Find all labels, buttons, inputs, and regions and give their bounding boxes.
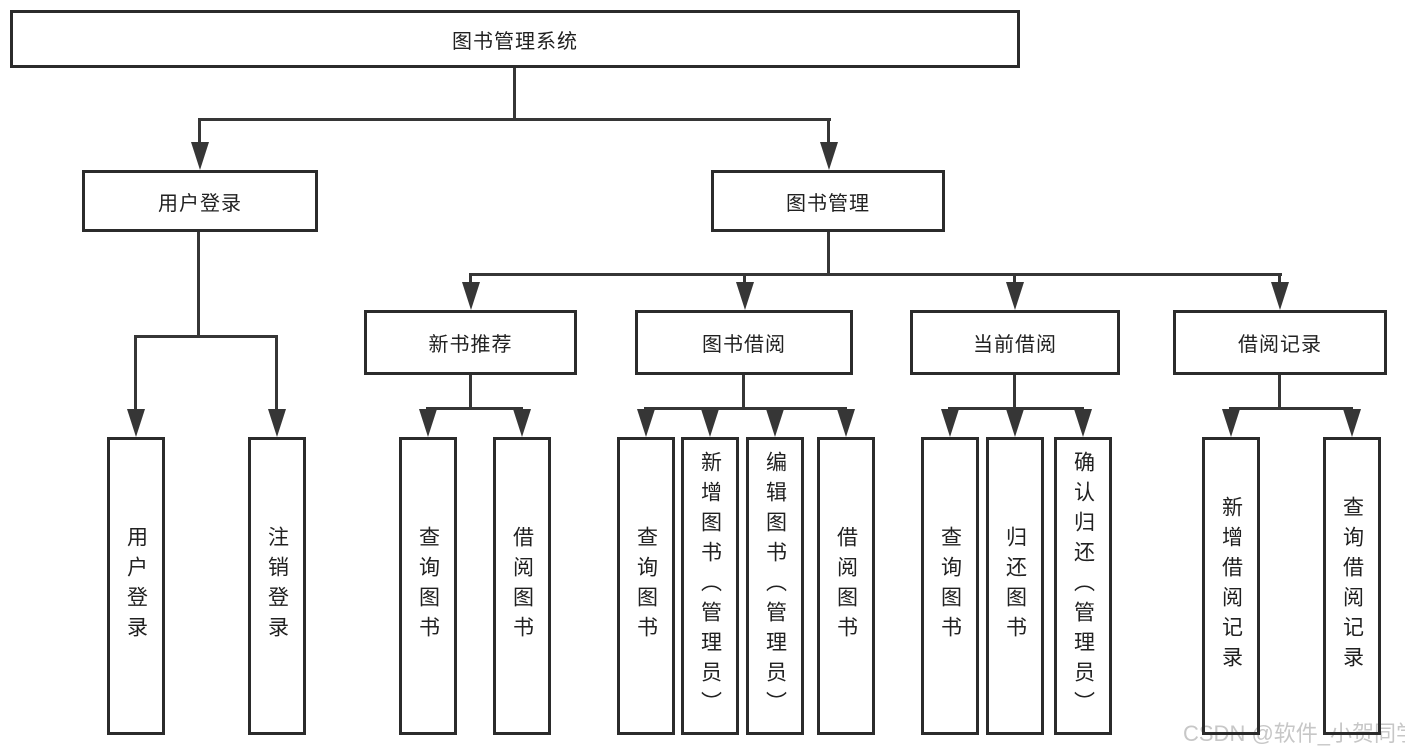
node-edit-books-admin-label: 编辑图书（管理员） xyxy=(763,451,787,721)
arrowhead-book-borrowing-icon xyxy=(736,282,754,310)
node-confirm-return-admin-label: 确认归还（管理员） xyxy=(1071,451,1095,721)
edge-to-book-management xyxy=(827,118,830,146)
edge-to-book-borrowing xyxy=(743,273,746,284)
node-query-books-3-label: 查询图书 xyxy=(938,526,962,646)
arrowhead-borrowing-records-icon xyxy=(1271,282,1289,310)
node-current-borrowing-label: 当前借阅 xyxy=(973,334,1057,356)
edge-to-current-borrowing xyxy=(1013,273,1016,284)
node-logout: 注销登录 xyxy=(248,437,306,735)
arrowhead-leaf-icon xyxy=(766,409,784,437)
node-borrowing-records-label: 借阅记录 xyxy=(1238,334,1322,356)
node-query-borrow-record-label: 查询借阅记录 xyxy=(1340,496,1364,676)
arrowhead-leaf-icon xyxy=(1343,409,1361,437)
node-borrow-books-1: 借阅图书 xyxy=(493,437,551,735)
node-user-login: 用户登录 xyxy=(82,170,318,232)
arrowhead-leaf-icon xyxy=(1222,409,1240,437)
node-return-books: 归还图书 xyxy=(986,437,1044,735)
edge-book-borrowing-split xyxy=(644,407,847,410)
edge-book-management-stem xyxy=(827,232,830,273)
node-query-books-3: 查询图书 xyxy=(921,437,979,735)
node-borrow-books-2: 借阅图书 xyxy=(817,437,875,735)
node-query-borrow-record: 查询借阅记录 xyxy=(1323,437,1381,735)
arrowhead-user-login-icon xyxy=(191,142,209,170)
node-library-system: 图书管理系统 xyxy=(10,10,1020,68)
node-add-borrow-record: 新增借阅记录 xyxy=(1202,437,1260,735)
edge-user-login-stem xyxy=(197,232,200,335)
edge-current-borrowing-stem xyxy=(1013,375,1016,407)
edge-root-split xyxy=(198,118,831,121)
arrowhead-leaf-icon xyxy=(637,409,655,437)
edge-to-logout-leaf xyxy=(275,335,278,409)
node-book-borrowing-label: 图书借阅 xyxy=(702,334,786,356)
edge-borrowing-records-stem xyxy=(1278,375,1281,407)
node-book-borrowing: 图书借阅 xyxy=(635,310,853,375)
node-return-books-label: 归还图书 xyxy=(1003,526,1027,646)
arrowhead-leaf-icon xyxy=(837,409,855,437)
arrowhead-leaf-icon xyxy=(941,409,959,437)
arrowhead-leaf-icon xyxy=(701,409,719,437)
edge-new-book-recommend-stem xyxy=(469,375,472,407)
edge-borrowing-records-split xyxy=(1229,407,1353,410)
arrowhead-leaf-icon xyxy=(1006,409,1024,437)
arrowhead-leaf-icon xyxy=(1074,409,1092,437)
node-query-books-1: 查询图书 xyxy=(399,437,457,735)
node-new-book-recommend: 新书推荐 xyxy=(364,310,577,375)
node-book-management-label: 图书管理 xyxy=(786,192,870,215)
edge-new-book-recommend-split xyxy=(426,407,523,410)
edge-to-new-book-recommend xyxy=(469,273,472,284)
arrowhead-book-management-icon xyxy=(820,142,838,170)
node-add-borrow-record-label: 新增借阅记录 xyxy=(1219,496,1243,676)
node-new-book-recommend-label: 新书推荐 xyxy=(428,334,513,356)
arrowhead-leaf-icon xyxy=(513,409,531,437)
arrowhead-new-book-recommend-icon xyxy=(462,282,480,310)
node-query-books-2: 查询图书 xyxy=(617,437,675,735)
node-user-login-label: 用户登录 xyxy=(158,192,242,215)
node-borrow-books-2-label: 借阅图书 xyxy=(834,526,858,646)
edge-current-borrowing-split xyxy=(948,407,1084,410)
edge-user-login-split xyxy=(134,335,278,338)
edge-book-management-split xyxy=(469,273,1282,276)
edge-to-login-leaf xyxy=(134,335,137,409)
node-borrow-books-1-label: 借阅图书 xyxy=(510,526,534,646)
arrowhead-login-leaf-icon xyxy=(127,409,145,437)
arrowhead-current-borrowing-icon xyxy=(1006,282,1024,310)
node-current-borrowing: 当前借阅 xyxy=(910,310,1120,375)
node-user-login-leaf-label: 用户登录 xyxy=(124,526,148,646)
node-query-books-2-label: 查询图书 xyxy=(634,526,658,646)
edge-root-stem xyxy=(513,68,516,118)
edge-book-borrowing-stem xyxy=(742,375,745,407)
edge-to-user-login xyxy=(198,118,201,146)
edge-to-borrowing-records xyxy=(1278,273,1281,284)
arrowhead-leaf-icon xyxy=(419,409,437,437)
node-book-management: 图书管理 xyxy=(711,170,945,232)
node-add-books-admin-label: 新增图书（管理员） xyxy=(698,451,722,721)
node-library-system-label: 图书管理系统 xyxy=(452,30,578,53)
node-logout-label: 注销登录 xyxy=(265,526,289,646)
node-user-login-leaf: 用户登录 xyxy=(107,437,165,735)
node-add-books-admin: 新增图书（管理员） xyxy=(681,437,739,735)
node-edit-books-admin: 编辑图书（管理员） xyxy=(746,437,804,735)
node-confirm-return-admin: 确认归还（管理员） xyxy=(1054,437,1112,735)
node-borrowing-records: 借阅记录 xyxy=(1173,310,1387,375)
arrowhead-logout-leaf-icon xyxy=(268,409,286,437)
node-query-books-1-label: 查询图书 xyxy=(416,526,440,646)
